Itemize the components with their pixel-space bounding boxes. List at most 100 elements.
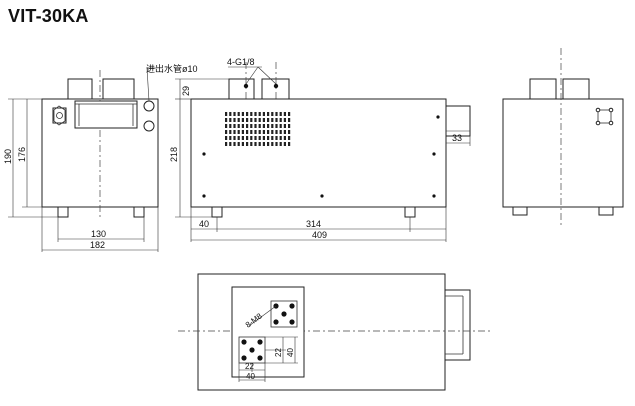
bottom-rear-protrusion [444, 289, 471, 361]
vent-slot [283, 142, 286, 146]
dim-side-height: 218 [169, 147, 179, 162]
dim-front-foot-spacing: 130 [91, 229, 106, 239]
vent-slot [262, 124, 265, 128]
vent-slot [262, 142, 265, 146]
vent-slot [288, 118, 291, 122]
vent-slot [229, 124, 232, 128]
vent-slot [254, 124, 257, 128]
dim-side-foot-spacing: 314 [306, 219, 321, 229]
vent-slot [225, 136, 228, 140]
vent-slot [267, 136, 270, 140]
vent-slot [283, 112, 286, 116]
vent-slot [288, 130, 291, 134]
rear-foot-left [512, 206, 528, 216]
vent-slot [271, 136, 274, 140]
vent-slot [246, 112, 249, 116]
vent-slot [250, 124, 253, 128]
front-pipe-port-top [143, 100, 155, 112]
vent-slot [233, 112, 236, 116]
vent-slot [237, 112, 240, 116]
front-view: 进出水管ø10 190 176 130 182 [3, 63, 198, 252]
rear-top-block-right [562, 78, 590, 101]
vent-slot [271, 124, 274, 128]
vent-slot [258, 124, 261, 128]
dim-front-width: 182 [90, 240, 105, 250]
rear-mount-plate [595, 107, 614, 126]
rear-body [502, 98, 624, 208]
vent-slot [229, 136, 232, 140]
dim-bottom-h1: 22 [245, 362, 254, 371]
vent-slot [241, 124, 244, 128]
inlet-note-label: 进出水管ø10 [146, 63, 198, 74]
vent-slot [279, 142, 282, 146]
vent-slot [241, 136, 244, 140]
vent-slot [254, 118, 257, 122]
vent-slot [288, 124, 291, 128]
vent-slot [275, 136, 278, 140]
rear-top-block-left [529, 78, 557, 101]
vent-slot [233, 124, 236, 128]
vent-slot [279, 112, 282, 116]
vent-slot [233, 136, 236, 140]
vent-slot [258, 130, 261, 134]
vent-slot [246, 142, 249, 146]
vent-slot [288, 112, 291, 116]
vent-slot [254, 112, 257, 116]
vent-slot [246, 130, 249, 134]
vent-slot [246, 124, 249, 128]
vent-slot [241, 130, 244, 134]
vent-slot [271, 112, 274, 116]
vent-slot [258, 136, 261, 140]
side-top-block-left [228, 78, 255, 101]
pipe-thread-label: 4-G1/8 [227, 57, 255, 67]
dim-bottom-v1: 40 [286, 348, 295, 357]
dim-side-length: 409 [312, 230, 327, 240]
dim-side-top-offset: 29 [181, 86, 191, 96]
vent-slot [267, 142, 270, 146]
vent-slot [225, 130, 228, 134]
vent-slot [262, 112, 265, 116]
vent-slot [288, 142, 291, 146]
side-top-block-right [261, 78, 290, 101]
vent-slot [258, 112, 261, 116]
vent-slot [237, 118, 240, 122]
vent-slot [279, 124, 282, 128]
vent-slot [237, 136, 240, 140]
vent-slot [250, 130, 253, 134]
side-foot-right [404, 206, 416, 218]
vent-slot [229, 118, 232, 122]
vent-slot [288, 136, 291, 140]
rear-view [502, 48, 624, 225]
vent-slot [237, 124, 240, 128]
vent-slot [271, 142, 274, 146]
dim-bottom-h2: 40 [246, 372, 255, 381]
vent-slot [275, 118, 278, 122]
dim-bottom-v2: 22 [274, 348, 283, 357]
vent-slot [258, 142, 261, 146]
vent-slot [241, 118, 244, 122]
vent-slot [237, 142, 240, 146]
vent-slot [283, 130, 286, 134]
vent-slot [250, 142, 253, 146]
rear-foot-right [598, 206, 614, 216]
side-rear-protrusion [445, 105, 471, 137]
dim-front-total-height: 190 [3, 149, 13, 164]
vent-slot [250, 112, 253, 116]
dim-side-rear-protrusion: 33 [452, 133, 462, 143]
vent-slot [275, 124, 278, 128]
vent-slot [267, 118, 270, 122]
front-pipe-port-bottom [143, 120, 155, 132]
side-foot-left [211, 206, 223, 218]
vent-slot [225, 124, 228, 128]
side-view: 4-G1/8 33 29 218 [169, 57, 471, 242]
front-connector [52, 105, 67, 126]
dim-front-body-height: 176 [17, 147, 27, 162]
vent-slot [254, 136, 257, 140]
vent-slot [237, 130, 240, 134]
front-foot-left [57, 206, 69, 218]
vent-slot [229, 112, 232, 116]
vent-slot [241, 112, 244, 116]
vent-slot [241, 142, 244, 146]
front-foot-right [133, 206, 145, 218]
vent-slot [250, 118, 253, 122]
